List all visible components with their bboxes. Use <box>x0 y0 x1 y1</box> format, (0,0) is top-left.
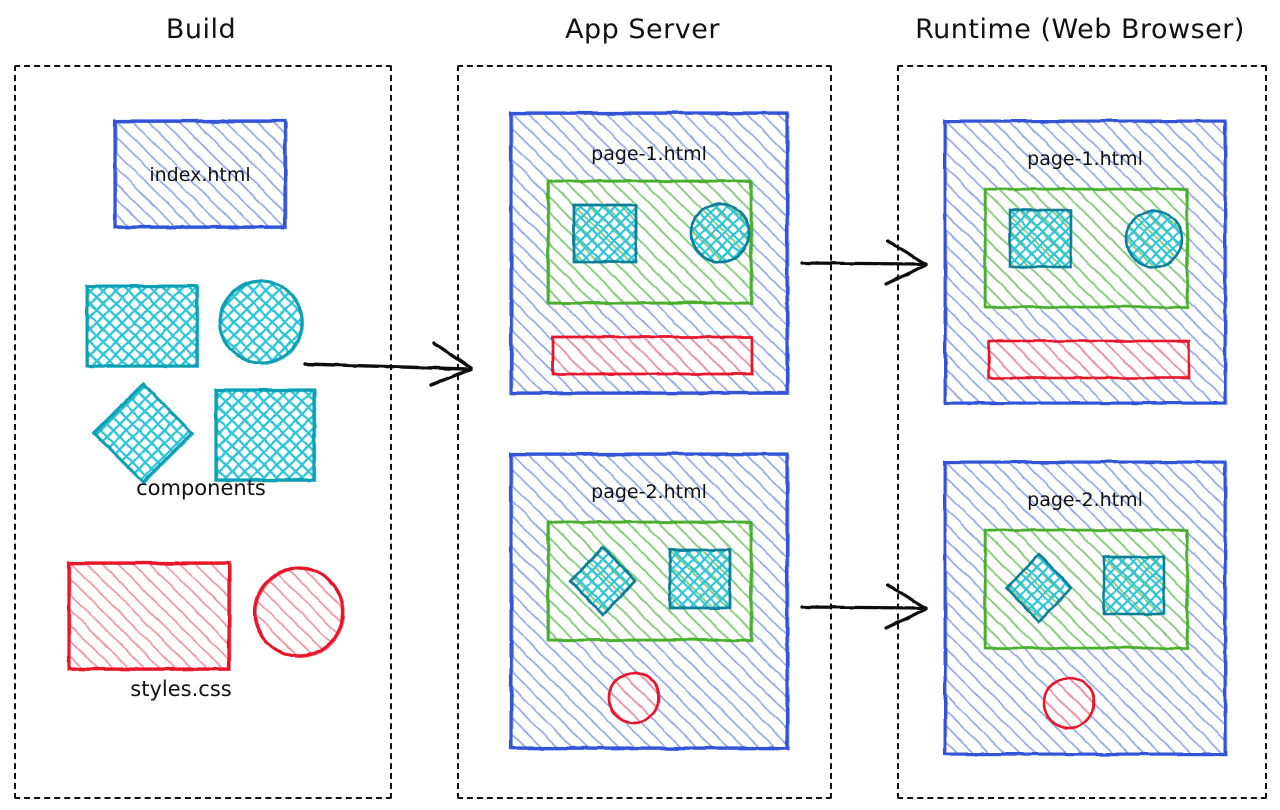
server-page-1-footer-bar <box>551 335 754 376</box>
arrow-app-server-to-runtime-page-2 <box>800 580 930 632</box>
runtime-page-2-label: page-2.html <box>1027 489 1143 511</box>
build-styles-label: styles.css <box>130 677 232 701</box>
column-title-build: Build <box>165 14 237 45</box>
build-index-html-label: index.html <box>149 164 251 186</box>
column-region-build <box>14 65 392 799</box>
server-page-1-card <box>507 109 791 401</box>
server-page-1-label: page-1.html <box>591 143 707 165</box>
runtime-page-1-footer-bar <box>987 339 1191 380</box>
column-title-runtime: Runtime (Web Browser) <box>915 14 1245 45</box>
build-components-label: components <box>136 476 266 500</box>
server-page-1-shape-circle <box>689 202 751 264</box>
arrow-build-to-app-server <box>303 338 475 388</box>
runtime-page-1-shape-circle <box>1124 209 1184 269</box>
build-index-html-shape <box>112 118 288 230</box>
runtime-page-2-shape-square <box>1102 555 1166 616</box>
runtime-page-1-shape-square <box>1008 208 1073 269</box>
column-title-app-server: App Server <box>565 14 720 45</box>
runtime-page-2-footer-circle <box>1042 676 1096 730</box>
build-style-circle <box>249 562 349 662</box>
build-component-square <box>213 387 317 483</box>
server-page-1-shape-square <box>572 203 638 264</box>
arrow-app-server-to-runtime-page-1 <box>800 236 930 288</box>
server-page-2-label: page-2.html <box>591 481 707 503</box>
runtime-page-2-section <box>983 528 1189 650</box>
build-component-circle <box>215 276 307 368</box>
column-region-runtime <box>897 65 1267 799</box>
build-component-diamond <box>88 378 198 488</box>
server-page-2-card <box>507 450 791 756</box>
column-region-app-server <box>457 65 832 799</box>
server-page-2-footer-circle <box>607 671 661 725</box>
runtime-page-2-card <box>941 458 1229 762</box>
runtime-page-2-shape-diamond <box>1005 552 1073 624</box>
runtime-page-1-label: page-1.html <box>1027 148 1143 170</box>
server-page-2-shape-diamond <box>569 544 637 618</box>
runtime-page-1-card <box>941 117 1229 411</box>
server-page-2-shape-square <box>668 548 732 610</box>
build-component-rectangle <box>84 283 200 369</box>
build-style-rectangle <box>66 560 232 672</box>
